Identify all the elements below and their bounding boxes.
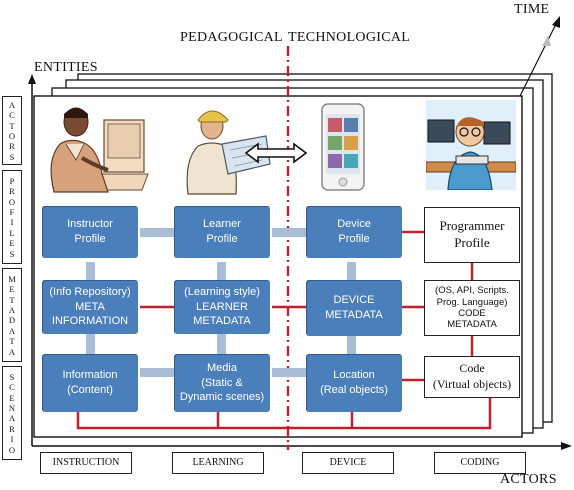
red-bus <box>76 396 492 430</box>
meta-information-box: (Info Repository) META INFORMATION <box>42 280 138 334</box>
connector-v1-bottom <box>86 334 95 354</box>
connector-v2-top <box>217 262 226 280</box>
technological-label: TECHNOLOGICAL <box>288 30 411 45</box>
connector-v2-bottom <box>217 334 226 354</box>
connector-v3-top <box>347 262 356 280</box>
code-box: Code (Virtual objects) <box>424 356 520 398</box>
time-axis <box>519 23 557 97</box>
connector-information-media <box>140 368 174 377</box>
time-axis-shadow-arrow <box>542 36 551 46</box>
programmer-profile-box: Programmer Profile <box>424 207 520 263</box>
connector-v3-bottom <box>347 336 356 354</box>
entities-axis-label: ENTITIES <box>34 60 98 75</box>
instructor-figure-icon <box>50 107 149 193</box>
bottom-label-learning: LEARNING <box>172 452 264 474</box>
media-box: Media (Static & Dynamic scenes) <box>174 354 270 412</box>
learner-metadata-box: (Learning style) LEARNER METADATA <box>174 280 270 334</box>
entities-axis-arrow <box>28 74 36 84</box>
information-content-box: Information (Content) <box>42 354 138 412</box>
device-profile-box: Device Profile <box>306 206 402 258</box>
learner-profile-box: Learner Profile <box>174 206 270 258</box>
double-arrow-icon <box>244 142 308 164</box>
programmer-figure-icon <box>426 100 516 190</box>
actors-axis-label: ACTORS <box>500 472 557 487</box>
time-axis-arrow <box>552 16 560 28</box>
actors-axis-arrow <box>561 442 572 450</box>
pedagogical-label: PEDAGOGICAL <box>180 30 283 45</box>
location-box: Location (Real objects) <box>306 354 402 412</box>
instructor-profile-box: Instructor Profile <box>42 206 138 258</box>
time-axis-label: TIME <box>514 2 550 17</box>
code-metadata-box: (OS, API, Scripts. Prog. Language) CODE … <box>424 280 520 336</box>
connector-instructor-learner <box>140 228 174 237</box>
connector-v1-top <box>86 262 95 280</box>
connector-learner-device <box>272 228 306 237</box>
bottom-label-device: DEVICE <box>302 452 394 474</box>
bottom-label-instruction: INSTRUCTION <box>40 452 132 474</box>
connector-media-location <box>272 368 306 377</box>
smartphone-icon <box>321 103 365 191</box>
bottom-label-coding: CODING <box>434 452 526 474</box>
device-metadata-box: DEVICE METADATA <box>306 280 402 336</box>
